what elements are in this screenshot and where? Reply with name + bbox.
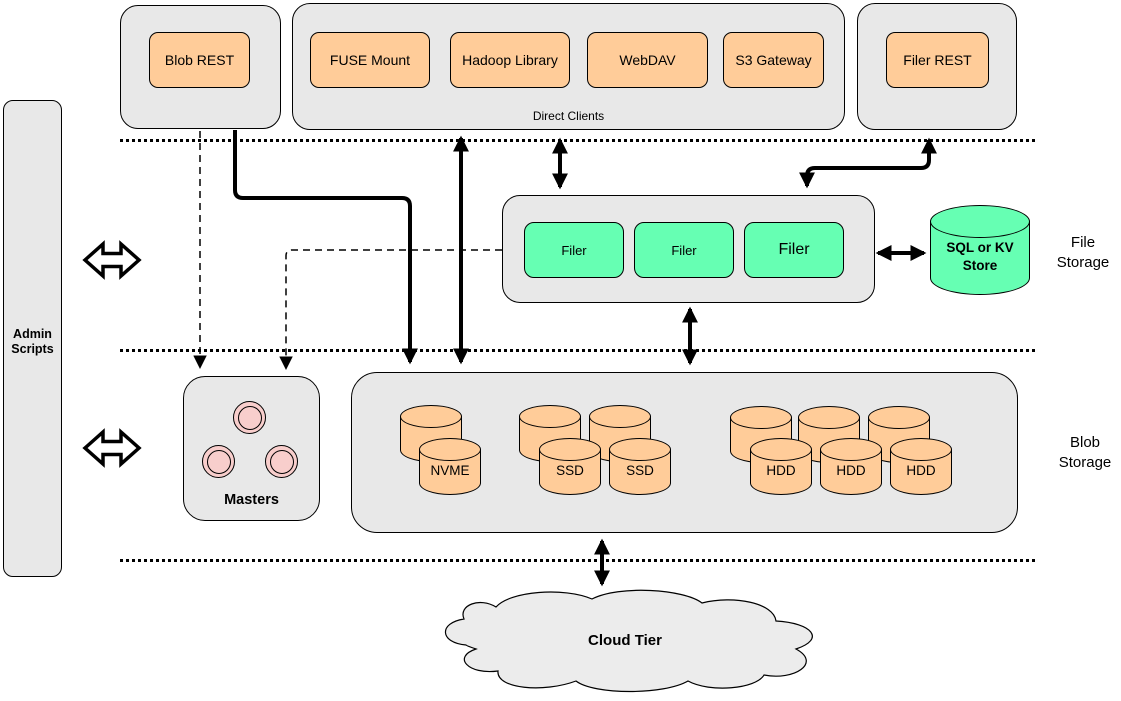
- nvme-label: NVME: [430, 463, 470, 478]
- masters-container: Masters: [183, 376, 320, 521]
- separator-line-bottom: [120, 559, 1035, 562]
- sql-kv-store-cylinder: SQL or KV Store: [930, 205, 1030, 295]
- arrow-filerrest-to-filers: [799, 137, 937, 189]
- fuse-mount-box: FUSE Mount: [310, 32, 430, 88]
- ssd-volume-cylinder: SSD: [539, 438, 601, 495]
- filer-box: Filer: [634, 222, 734, 278]
- separator-line-middle: [120, 349, 1035, 352]
- ssd-label: SSD: [626, 463, 654, 478]
- master-node: [233, 401, 266, 434]
- masters-label: Masters: [224, 492, 279, 508]
- bidirectional-arrow-icon: [82, 240, 142, 280]
- separator-line-top: [120, 139, 1035, 142]
- ssd-label: SSD: [556, 463, 584, 478]
- sql-kv-store-label: SQL or KV Store: [946, 240, 1014, 273]
- arrow-blobrest-to-blobstorage: [233, 130, 418, 365]
- bidirectional-arrow-icon: [82, 428, 142, 468]
- webdav-box: WebDAV: [587, 32, 708, 88]
- blob-storage-section-label: Blob Storage: [1058, 434, 1112, 471]
- cloud-shape: [444, 589, 813, 693]
- nvme-volume-cylinder: NVME: [419, 438, 481, 495]
- filer-box: Filer: [744, 222, 844, 278]
- filer-box: Filer: [524, 222, 624, 278]
- blob-rest-box: Blob REST: [149, 32, 250, 88]
- hdd-volume-cylinder: HDD: [820, 438, 882, 495]
- cloud-tier-label: Cloud Tier: [588, 632, 662, 649]
- hdd-label: HDD: [766, 463, 796, 478]
- admin-scripts-panel: Admin Scripts: [3, 100, 62, 577]
- master-node: [202, 445, 235, 478]
- master-node: [265, 445, 298, 478]
- ssd-volume-cylinder: SSD: [609, 438, 671, 495]
- hadoop-library-box: Hadoop Library: [450, 32, 570, 88]
- direct-clients-label: Direct Clients: [532, 109, 605, 123]
- hdd-label: HDD: [906, 463, 936, 478]
- file-storage-section-label: File Storage: [1056, 234, 1110, 271]
- filer-rest-box: Filer REST: [886, 32, 989, 88]
- hdd-label: HDD: [836, 463, 866, 478]
- hdd-volume-cylinder: HDD: [750, 438, 812, 495]
- s3-gateway-box: S3 Gateway: [723, 32, 824, 88]
- hdd-volume-cylinder: HDD: [890, 438, 952, 495]
- admin-scripts-label: Admin Scripts: [11, 327, 54, 356]
